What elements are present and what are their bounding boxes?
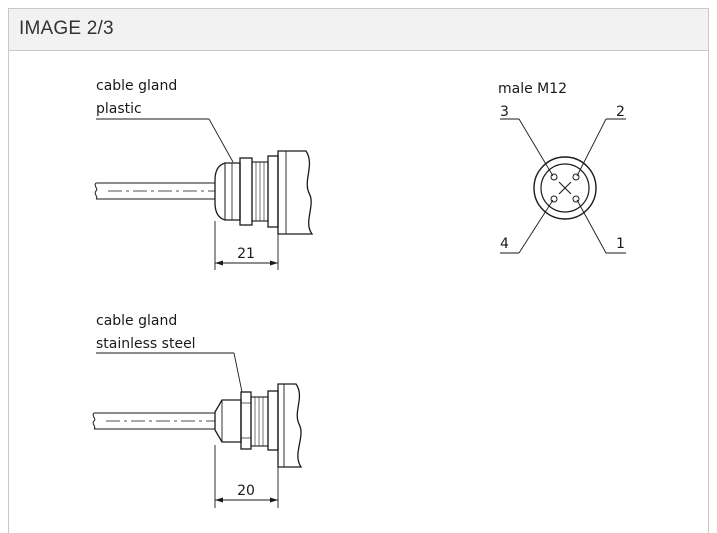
- connector-title: male M12: [498, 81, 567, 97]
- pin-label-2: 2: [616, 104, 625, 120]
- steel-gland-drawing: [92, 352, 303, 508]
- m12-connector-drawing: [500, 118, 626, 254]
- steel-gland-label-line1: cable gland: [96, 313, 177, 329]
- steel-gland-label-line2: stainless steel: [96, 336, 196, 352]
- plastic-gland-drawing: [94, 118, 314, 270]
- plastic-gland-dimension: 21: [237, 246, 255, 262]
- pin-label-1: 1: [616, 236, 625, 252]
- pin-label-3: 3: [500, 104, 509, 120]
- pin-label-4: 4: [500, 236, 509, 252]
- image-counter-title: IMAGE 2/3: [19, 18, 114, 39]
- plastic-gland-label-line2: plastic: [96, 101, 142, 117]
- image-frame: [8, 8, 709, 533]
- image-header: IMAGE 2/3: [8, 8, 709, 51]
- steel-gland-dimension: 20: [237, 483, 255, 499]
- plastic-gland-label-line1: cable gland: [96, 78, 177, 94]
